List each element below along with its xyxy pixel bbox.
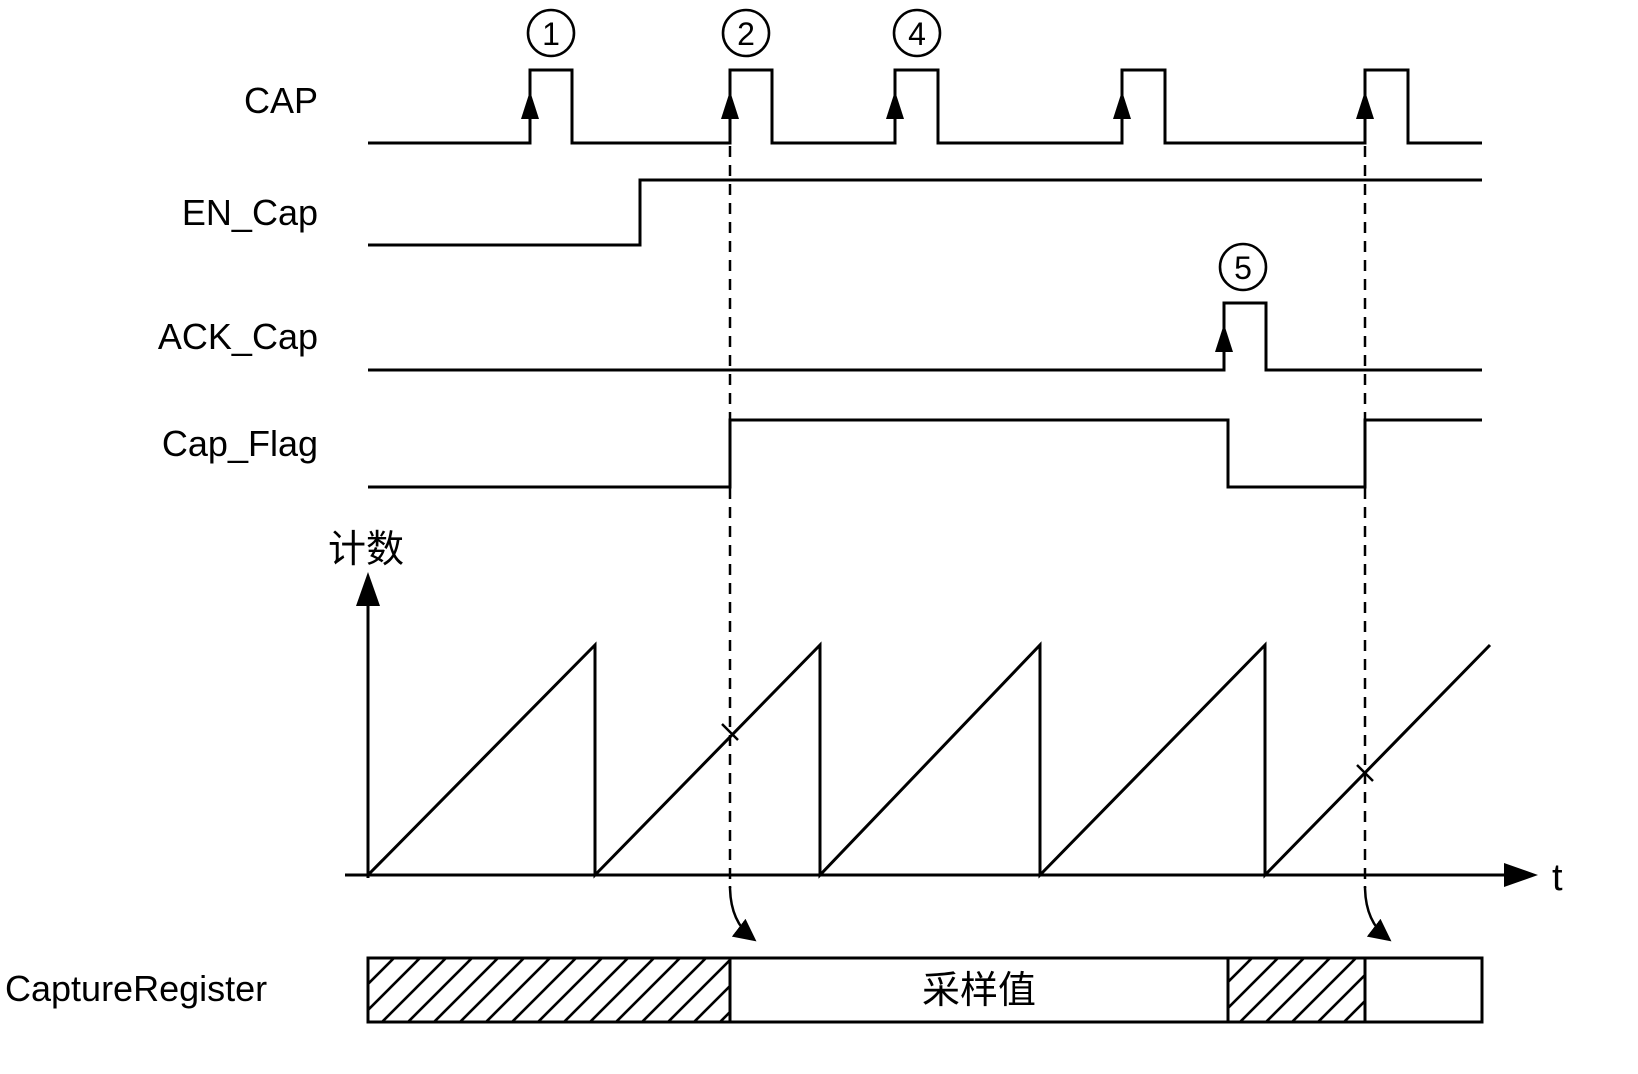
cap-signal-label: CAP — [244, 80, 318, 121]
callout-2: 2 — [721, 8, 771, 58]
ack-cap-waveform — [368, 301, 1482, 372]
ack-cap-signal-label: ACK_Cap — [158, 316, 318, 357]
callout-4-number: 4 — [908, 16, 926, 52]
register-invalid-hatch-2 — [1228, 958, 1365, 1022]
en-cap-signal-label: EN_Cap — [182, 192, 318, 233]
counter-axis-label: 计数 — [328, 529, 404, 571]
callout-4: 4 — [892, 8, 942, 58]
cap-edge-arrow-icon — [721, 91, 739, 119]
capture-to-register-arrow-1 — [728, 885, 757, 942]
callout-1-number: 1 — [542, 16, 560, 52]
capture-register-label: CaptureRegister — [5, 968, 267, 1009]
cap-edge-arrow-icon — [1113, 91, 1131, 119]
cap-edge-arrow-icon — [1356, 91, 1374, 119]
ramp-cross-tick-1 — [721, 723, 739, 741]
diagram-root: CAP EN_Cap ACK_Cap Cap_Flag 1 2 4 5 — [5, 8, 1563, 1024]
counter-y-axis-arrow-icon — [356, 572, 380, 606]
callout-1: 1 — [526, 8, 576, 58]
callout-5: 5 — [1218, 242, 1268, 292]
cap-flag-signal-label: Cap_Flag — [162, 423, 318, 464]
callout-2-number: 2 — [737, 16, 755, 52]
time-axis-label: t — [1552, 857, 1563, 899]
register-bar-outline — [366, 956, 1484, 1024]
register-invalid-hatch-1 — [368, 958, 730, 1022]
en-cap-waveform — [368, 178, 1482, 247]
counter-sawtooth-waveform — [366, 641, 1492, 879]
cap-waveform — [368, 68, 1482, 145]
register-sample-value-label: 采样值 — [922, 970, 1036, 1012]
ack-edge-arrow-icon — [1215, 324, 1233, 352]
cap-edge-arrow-icon — [886, 91, 904, 119]
capture-to-register-arrow-2 — [1363, 885, 1392, 942]
cap-flag-waveform — [368, 418, 1482, 489]
callout-5-number: 5 — [1234, 250, 1252, 286]
time-axis-arrow-icon — [1504, 863, 1538, 887]
cap-edge-arrow-icon — [521, 91, 539, 119]
